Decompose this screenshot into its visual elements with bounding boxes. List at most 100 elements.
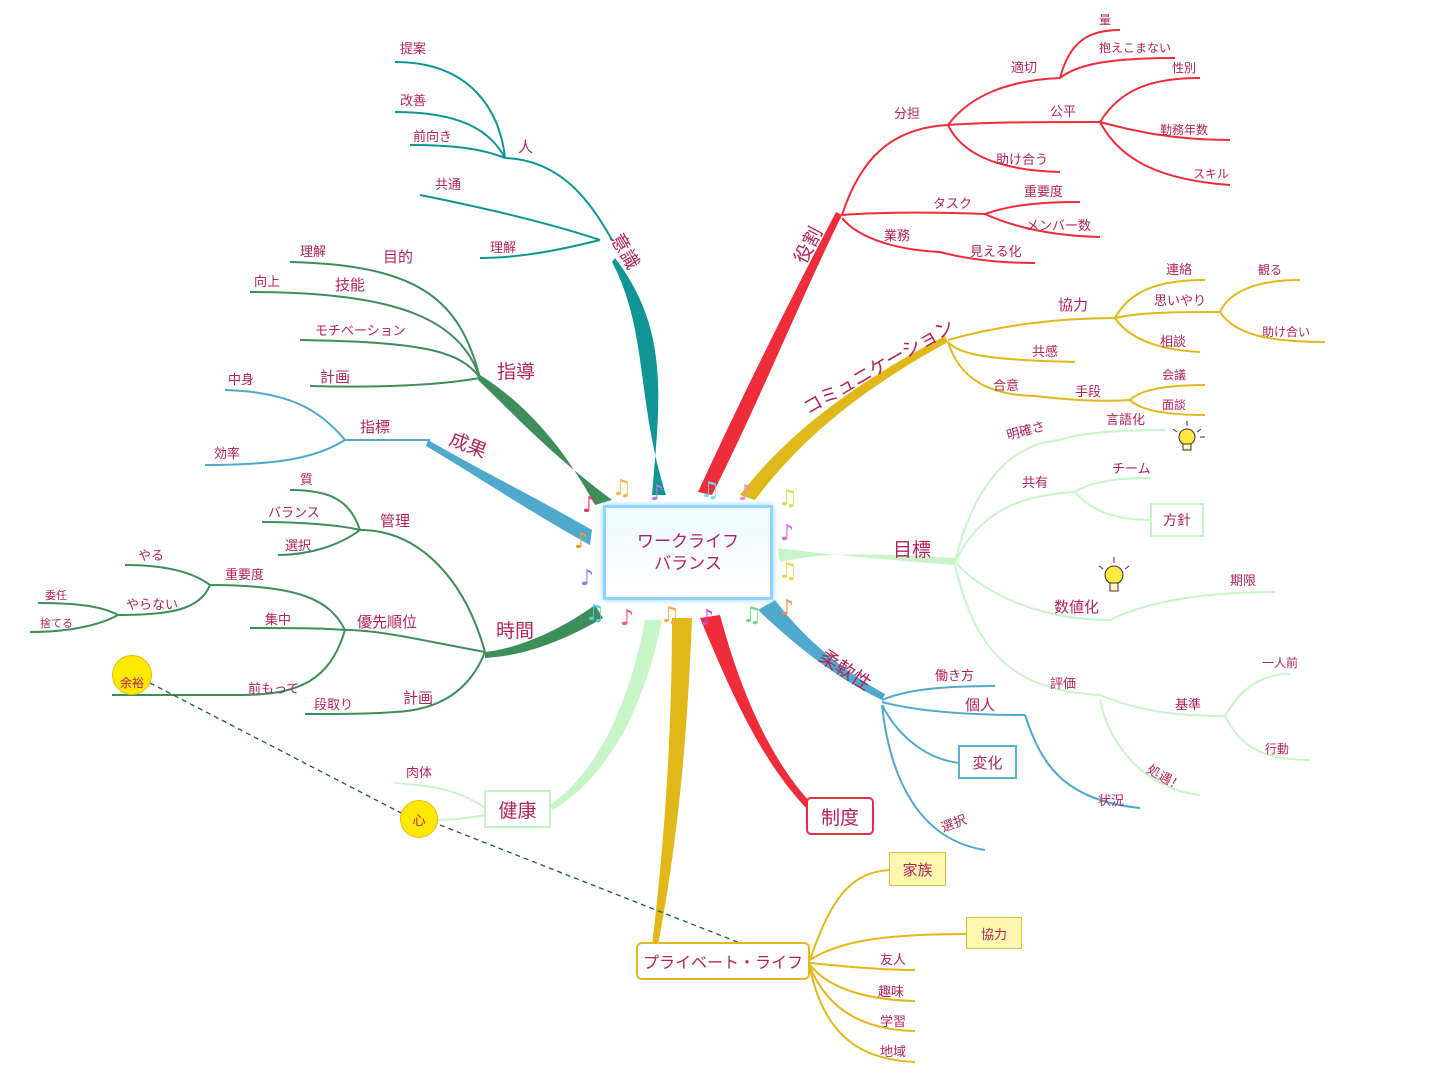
line-yakuwari-task (841, 211, 986, 216)
branch-box-private[interactable]: プライベート・ライフ (636, 942, 810, 980)
node-kyoryoku-private: 協力 (980, 927, 1007, 943)
line-comm-kyokan (947, 341, 1076, 363)
line-hyoka-shogu (1099, 699, 1201, 796)
branch-kenko-trunk (550, 620, 662, 810)
node-hyoka: 評価 (1050, 677, 1076, 692)
node-kohei: 公平 (1050, 105, 1076, 120)
main-branches (426, 212, 955, 945)
node-yoyu: 余裕 (119, 675, 144, 690)
line-kyoryoku-renraku (1114, 279, 1206, 319)
comm-lines (947, 279, 1326, 416)
line-comm-kyoryoku (947, 317, 1116, 341)
ishiki-lines (394, 61, 613, 259)
node-rikai-ishiki: 理解 (490, 241, 516, 256)
node-shudan: 手段 (1075, 385, 1101, 400)
node-box-hoshin[interactable]: 方針 (1150, 503, 1204, 537)
node-kokoro: 心 (412, 813, 426, 829)
line-juyodo-yaru (124, 564, 211, 586)
node-member: メンバー数 (1026, 219, 1091, 234)
line-kanri-shitsu (289, 489, 361, 531)
sub-branches (29, 29, 1326, 1063)
line-private-gakushu (809, 966, 916, 1032)
node-box-kazoku[interactable]: 家族 (889, 852, 946, 886)
node-kyoryoku-comm: 協力 (1058, 296, 1088, 314)
line-mokuhyo-kyoyu (954, 491, 1076, 563)
node-mieruka: 見える化 (970, 245, 1022, 260)
line-yusen-juyodo (209, 584, 346, 631)
node-mokuteki: 目的 (383, 248, 413, 266)
line-jikan-yusen (344, 629, 486, 653)
dashed-line-yoyu-kokoro (149, 682, 406, 816)
node-team: チーム (1112, 462, 1151, 477)
line-yusen-shuchu (249, 627, 346, 631)
line-buntan-tasukeau (947, 124, 1061, 173)
shido-lines (249, 261, 481, 388)
node-sentaku-jikan: 選択 (285, 539, 311, 554)
node-kaizen: 改善 (400, 93, 426, 109)
node-buntan: 分担 (894, 107, 920, 122)
svg-text:♫: ♫ (660, 603, 680, 628)
central-topic[interactable]: ワークライフ バランス (603, 505, 773, 600)
svg-text:♪: ♪ (780, 596, 794, 621)
line-shido-mokuteki (289, 261, 481, 379)
node-juyodo-jikan: 重要度 (225, 567, 264, 583)
node-kijun: 基準 (1175, 697, 1201, 713)
line-keikaku-dandori (304, 711, 396, 715)
node-kakaekomanai: 抱えこまない (1099, 40, 1171, 55)
node-kyotsu: 共通 (435, 178, 461, 193)
node-hoshin: 方針 (1163, 513, 1191, 529)
node-rikai-shido: 理解 (300, 245, 326, 260)
node-omoiyari: 思いやり (1154, 294, 1206, 309)
svg-text:♫: ♫ (612, 476, 632, 501)
line-shudan-mendan (1129, 399, 1206, 416)
line-yusen-maemotte (239, 629, 346, 696)
lightbulb-icon (1098, 557, 1130, 592)
node-tasukeau: 助け合う (996, 153, 1048, 168)
line-ishiki-kyotsu (419, 194, 601, 241)
node-ichininmae: 一人前 (1262, 655, 1298, 670)
line-shihyo-nakami (224, 389, 346, 441)
line-private-shumi (809, 964, 916, 1002)
svg-text:♫: ♫ (778, 559, 798, 584)
line-buntan-tekisetsu (947, 77, 1061, 126)
line-junansei-hatarakikata (881, 685, 996, 701)
line-kyoyu-hoshin (1074, 491, 1151, 521)
branch-seika-trunk (426, 440, 592, 545)
line-goi-shudan (1034, 395, 1131, 402)
node-kigen: 期限 (1230, 574, 1256, 589)
dashed-line-kokoro-private (439, 824, 746, 946)
node-koritsu: 効率 (214, 446, 240, 462)
line-jikan-kanri (359, 529, 486, 653)
svg-text:♪: ♪ (574, 529, 588, 554)
node-shitsu: 質 (300, 473, 313, 488)
seika-lines (204, 389, 430, 466)
node-nakami: 中身 (228, 372, 254, 388)
node-skill: スキル (1193, 167, 1229, 181)
line-kohei-skill (1099, 121, 1231, 186)
line-shido-motivation (299, 339, 481, 379)
node-renraku: 連絡 (1166, 262, 1192, 278)
branch-box-seido[interactable]: 制度 (806, 797, 874, 835)
node-kyoyu: 共有 (1022, 476, 1048, 491)
line-private-yujin (809, 962, 916, 971)
node-kinmu: 勤務年数 (1160, 122, 1208, 137)
node-box-kyoryoku-private[interactable]: 協力 (966, 917, 1022, 949)
node-box-henka[interactable]: 変化 (958, 745, 1017, 779)
line-private-chiiki (809, 967, 916, 1063)
line-shihyo-koritsu (204, 439, 346, 466)
node-chiiki: 地域 (880, 1045, 906, 1060)
node-keikaku-jikan: 計画 (403, 689, 433, 707)
branch-private-trunk (652, 618, 692, 945)
node-circle-kokoro[interactable]: 心 (400, 800, 438, 838)
line-omoiyari-miru (1219, 279, 1301, 313)
branch-yakuwari-trunk (698, 212, 842, 495)
svg-text:♫: ♫ (700, 478, 720, 503)
node-circle-yoyu[interactable]: 余裕 (112, 655, 152, 695)
line-kenko-kokoro (436, 814, 486, 821)
node-yusen: 優先順位 (357, 613, 417, 631)
line-hito-kaizen (394, 111, 506, 159)
branch-box-kenko[interactable]: 健康 (484, 790, 551, 828)
node-kyokan: 共感 (1032, 344, 1058, 360)
line-meikakusa-gengoka (1059, 429, 1166, 441)
line-yakuwari-buntan (841, 124, 949, 216)
